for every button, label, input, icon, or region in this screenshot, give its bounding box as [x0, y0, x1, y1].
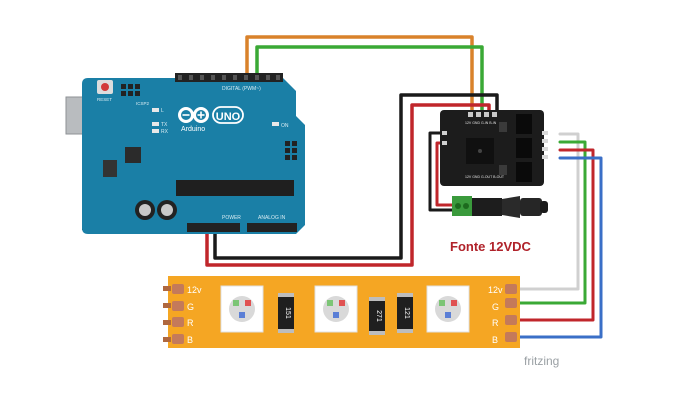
arduino-uno-board: DIGITAL (PWM~) RESET ICSP2 L TX RX Ardui… [65, 73, 305, 234]
wires [205, 35, 603, 339]
resistor-1 [278, 293, 294, 333]
digital-header [175, 73, 283, 82]
mosfet-1 [516, 114, 532, 134]
analog-header [247, 223, 297, 232]
mosfet-3 [516, 162, 532, 182]
mosfet-2 [516, 138, 532, 158]
wire-red-out [511, 148, 595, 322]
wire-orange [245, 35, 474, 119]
right-label-r: R [492, 318, 499, 328]
resistor-2-label: 271 [375, 310, 382, 322]
left-label-12v: 12v [187, 285, 202, 295]
power-jack [452, 196, 548, 218]
on-led [272, 122, 279, 126]
rx-led [152, 129, 159, 133]
analog-label: ANALOG IN [258, 215, 286, 221]
wire-red-psu [435, 141, 457, 207]
icsp2-label: ICSP2 [136, 101, 150, 106]
left-label-g: G [187, 302, 194, 312]
wire-black-psu [428, 131, 457, 212]
right-label-b: B [492, 335, 498, 345]
wire-red-top [205, 103, 491, 267]
usb-chip [125, 147, 141, 163]
uno-model: UNO [216, 111, 241, 123]
right-label-12v: 12v [488, 285, 503, 295]
resistor-3-label: 121 [403, 307, 410, 319]
wire-green-signal [255, 45, 484, 119]
driver-pin-labels-bottom: 12V GND G-OUT B-OUT [465, 175, 505, 179]
power-label: POWER [222, 215, 241, 221]
rgb-led-2 [314, 285, 358, 333]
icsp2-header [121, 84, 140, 96]
wire-green-out [511, 140, 587, 305]
on-label: ON [281, 123, 289, 129]
screw-terminal [452, 196, 472, 216]
icsp-header [285, 141, 297, 160]
arduino-pcb [82, 78, 305, 234]
rgb-led-1 [220, 285, 264, 333]
uno-badge [212, 106, 244, 124]
reset-button-cap [101, 83, 109, 91]
resistor-3 [397, 293, 413, 333]
left-pads [163, 284, 184, 344]
digital-label: DIGITAL (PWM~) [222, 86, 261, 92]
l-label: L [161, 108, 164, 114]
wire-white [511, 132, 580, 291]
tx-led [152, 122, 159, 126]
rgb-led-3 [426, 285, 470, 333]
rx-label: RX [161, 129, 169, 135]
arduino-logo-icon [178, 107, 209, 123]
resistor-2 [369, 297, 385, 335]
right-label-g: G [492, 302, 499, 312]
driver-pin-labels-top: 12V GND G-IN B-IN [465, 121, 497, 125]
mosfet-driver-board: 12V GND G-IN B-IN 12V GND G-OUT B-OUT [440, 110, 548, 186]
wire-blue-out [511, 156, 603, 339]
left-label-r: R [187, 318, 194, 328]
arduino-brand: Arduino [181, 126, 205, 133]
atmega-chip [176, 180, 294, 196]
resistor-1-label: 151 [284, 307, 291, 319]
regulator [103, 160, 117, 177]
fritzing-watermark: fritzing [524, 354, 559, 368]
reset-label: RESET [97, 97, 112, 102]
wire-black-top [213, 93, 499, 260]
jack-body [472, 198, 502, 216]
power-supply-label: Fonte 12VDC [450, 239, 532, 254]
right-pads [505, 284, 517, 342]
l-led [152, 108, 159, 112]
power-header [187, 223, 240, 232]
led-strip: 12v G R B [163, 276, 520, 348]
tx-label: TX [161, 122, 168, 128]
left-label-b: B [187, 335, 193, 345]
